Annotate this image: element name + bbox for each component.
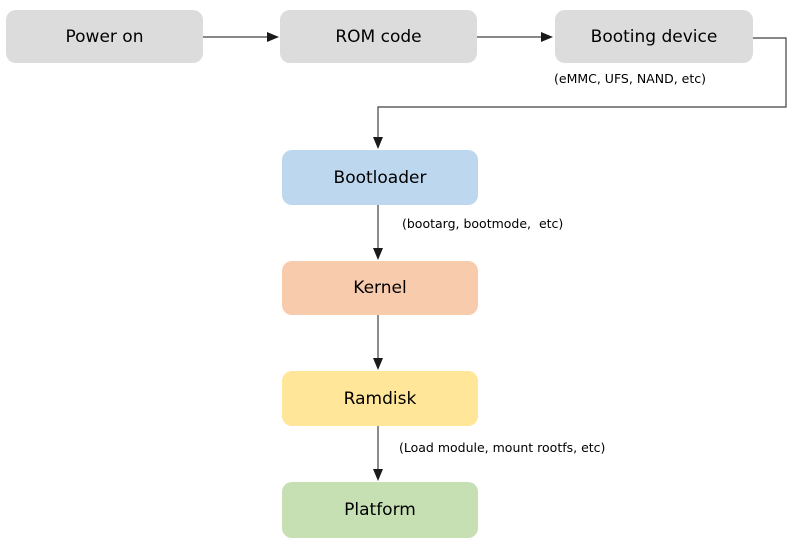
node-bootloader: Bootloader [282,150,478,205]
node-kernel: Kernel [282,261,478,315]
annotation-booting-device: (eMMC, UFS, NAND, etc) [554,71,706,86]
node-rom-code: ROM code [280,10,477,63]
node-platform: Platform [282,482,478,538]
arrow-kernel-to-ramdisk [373,315,383,370]
arrow-bootloader-to-kernel [373,205,383,260]
node-ramdisk: Ramdisk [282,371,478,426]
arrow-power-to-rom [203,32,279,42]
arrow-rom-to-booting [477,32,553,42]
arrow-ramdisk-to-platform [373,426,383,481]
annotation-bootloader: (bootarg, bootmode, etc) [402,216,564,231]
annotation-ramdisk: (Load module, mount rootfs, etc) [399,440,606,455]
node-power-on: Power on [6,10,203,63]
node-booting-device: Booting device [555,10,753,63]
